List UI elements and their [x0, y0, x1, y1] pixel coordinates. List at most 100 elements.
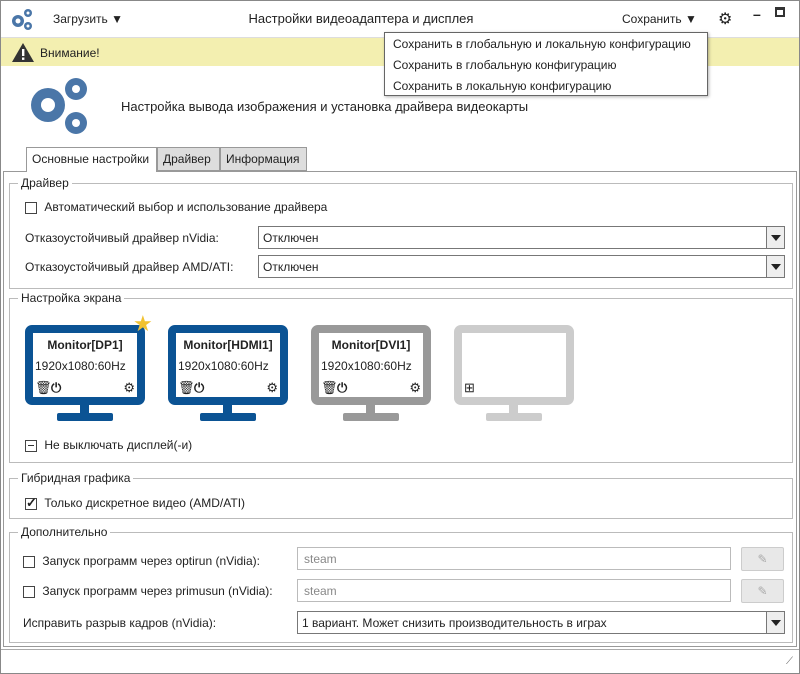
- monitor-card[interactable]: Monitor[DP1] 1920x1080:60Hz 🗑 ⏻ ⚙★: [25, 313, 153, 421]
- monitor-screen: ⊞: [454, 325, 574, 405]
- monitor-stand-base: [343, 413, 399, 421]
- nvidia-driver-value: Отключен: [263, 231, 319, 245]
- edit-icon: ✎: [757, 552, 768, 566]
- nvidia-driver-label: Отказоустойчивый драйвер nVidia:: [25, 231, 219, 245]
- resize-grip-icon[interactable]: ⟋: [786, 656, 793, 667]
- banner-text: Настройка вывода изображения и установка…: [121, 99, 529, 114]
- amd-driver-label: Отказоустойчивый драйвер AMD/ATI:: [25, 260, 234, 274]
- monitor-name: Monitor[DP1]: [47, 338, 123, 352]
- monitor-mode: 1920x1080:60Hz: [321, 359, 412, 373]
- checkbox-box: [23, 555, 35, 568]
- dropdown-arrow-icon: [766, 256, 784, 277]
- monitor-screen: Monitor[DVI1] 1920x1080:60Hz 🗑 ⏻ ⚙: [311, 325, 431, 405]
- tab-driver[interactable]: Драйвер: [157, 147, 220, 171]
- tab-main-settings[interactable]: Основные настройки: [26, 147, 157, 172]
- warning-icon: [12, 43, 34, 62]
- primusun-checkbox[interactable]: Запуск программ через primusun (nVidia):: [23, 584, 273, 598]
- checkbox-partial-box: [25, 439, 37, 452]
- optirun-checkbox[interactable]: Запуск программ через optirun (nVidia):: [23, 554, 260, 568]
- discrete-video-checkbox[interactable]: ✓ Только дискретное видео (AMD/ATI): [25, 494, 246, 510]
- monitor-name: Monitor[HDMI1]: [183, 338, 273, 352]
- tearing-value: 1 вариант. Может снизить производительно…: [302, 616, 607, 630]
- monitor-name: Monitor[DVI1]: [331, 338, 411, 352]
- caret-down-icon: ▼: [684, 12, 697, 26]
- monitor-mode: 1920x1080:60Hz: [35, 359, 126, 373]
- save-menu-button[interactable]: Сохранить ▼: [622, 12, 697, 26]
- extra-group: Дополнительно: [9, 525, 793, 643]
- settings-gear-icon[interactable]: ⚙: [718, 11, 733, 28]
- monitor-settings-gear-icon[interactable]: ⚙: [123, 380, 135, 395]
- load-menu-button[interactable]: Загрузить ▼: [53, 12, 123, 26]
- driver-group: Драйвер: [9, 176, 793, 289]
- checkbox-box: [23, 585, 35, 598]
- optirun-input[interactable]: steam: [297, 547, 731, 570]
- hybrid-legend: Гибридная графика: [21, 471, 131, 485]
- optirun-edit-button[interactable]: ✎: [741, 547, 784, 571]
- monitor-stand-base: [200, 413, 256, 421]
- checkbox-checked-box: ✓: [25, 494, 37, 510]
- power-icon[interactable]: ⏻: [194, 380, 205, 395]
- screen-group: Настройка экрана: [9, 291, 793, 463]
- warning-text: Внимание!: [40, 46, 100, 60]
- monitor-card[interactable]: Monitor[DVI1] 1920x1080:60Hz 🗑 ⏻ ⚙: [311, 325, 431, 421]
- app-gears-icon: [12, 9, 32, 30]
- discrete-video-label: Только дискретное видео (AMD/ATI): [44, 496, 246, 510]
- hybrid-group: Гибридная графика: [9, 471, 793, 519]
- minimize-button[interactable]: –: [753, 6, 761, 22]
- trash-icon[interactable]: 🗑: [321, 380, 338, 395]
- extra-legend: Дополнительно: [21, 525, 108, 539]
- monitor-stand-neck: [223, 405, 232, 413]
- auto-driver-label: Автоматический выбор и использование дра…: [44, 200, 328, 214]
- monitor-stand-neck: [80, 405, 89, 413]
- banner-gears-icon: [31, 78, 87, 134]
- monitor-settings-gear-icon[interactable]: ⚙: [409, 380, 421, 395]
- no-blank-label: Не выключать дисплей(-и): [44, 438, 193, 452]
- checkbox-box: [25, 201, 37, 214]
- trash-icon[interactable]: 🗑: [35, 380, 52, 395]
- power-icon[interactable]: ⏻: [51, 380, 62, 395]
- tearing-select[interactable]: 1 вариант. Может снизить производительно…: [297, 611, 785, 634]
- dropdown-arrow-icon: [766, 612, 784, 633]
- monitor-settings-gear-icon[interactable]: ⚙: [266, 380, 278, 395]
- optirun-label: Запуск программ через optirun (nVidia):: [42, 554, 260, 568]
- monitor-stand-neck: [366, 405, 375, 413]
- add-monitor-icon[interactable]: ⊞: [464, 380, 475, 395]
- monitor-screen: Monitor[DP1] 1920x1080:60Hz 🗑 ⏻ ⚙: [25, 325, 145, 405]
- driver-legend: Драйвер: [21, 176, 69, 190]
- screen-legend: Настройка экрана: [21, 291, 122, 305]
- tab-info[interactable]: Информация: [220, 147, 307, 171]
- primusun-input[interactable]: steam: [297, 579, 731, 602]
- menu-item-save-local[interactable]: Сохранить в локальную конфигурацию: [393, 79, 612, 93]
- primusun-edit-button[interactable]: ✎: [741, 579, 784, 603]
- monitor-mode: 1920x1080:60Hz: [178, 359, 269, 373]
- trash-icon[interactable]: 🗑: [178, 380, 195, 395]
- edit-icon: ✎: [757, 584, 768, 598]
- primary-star-icon: ★: [133, 311, 153, 336]
- amd-driver-select[interactable]: Отключен: [258, 255, 785, 278]
- save-dropdown-menu: Сохранить в глобальную и локальную конфи…: [384, 32, 708, 96]
- maximize-button[interactable]: [775, 7, 785, 17]
- monitor-screen: Monitor[HDMI1] 1920x1080:60Hz 🗑 ⏻ ⚙: [168, 325, 288, 405]
- no-blank-checkbox[interactable]: Не выключать дисплей(-и): [25, 438, 192, 452]
- window-title: Настройки видеоадаптера и дисплея: [248, 11, 474, 26]
- caret-down-icon: ▼: [111, 12, 124, 26]
- power-icon[interactable]: ⏻: [337, 380, 348, 395]
- status-bar: ⟋: [1, 649, 799, 673]
- primusun-label: Запуск программ через primusun (nVidia):: [42, 584, 273, 598]
- monitor-stand-base: [486, 413, 542, 421]
- dropdown-arrow-icon: [766, 227, 784, 248]
- menu-item-save-global-local[interactable]: Сохранить в глобальную и локальную конфи…: [393, 37, 691, 51]
- title-bar: Загрузить ▼ Настройки видеоадаптера и ди…: [1, 1, 799, 37]
- auto-driver-checkbox[interactable]: Автоматический выбор и использование дра…: [25, 200, 327, 214]
- amd-driver-value: Отключен: [263, 260, 319, 274]
- monitor-card[interactable]: Monitor[HDMI1] 1920x1080:60Hz 🗑 ⏻ ⚙: [168, 325, 288, 421]
- nvidia-driver-select[interactable]: Отключен: [258, 226, 785, 249]
- menu-item-save-global[interactable]: Сохранить в глобальную конфигурацию: [393, 58, 617, 72]
- monitor-stand-base: [57, 413, 113, 421]
- save-label: Сохранить: [622, 12, 682, 26]
- tearing-label: Исправить разрыв кадров (nVidia):: [23, 616, 217, 630]
- load-label: Загрузить: [53, 12, 108, 26]
- monitor-stand-neck: [509, 405, 518, 413]
- monitor-card[interactable]: ⊞: [454, 325, 574, 421]
